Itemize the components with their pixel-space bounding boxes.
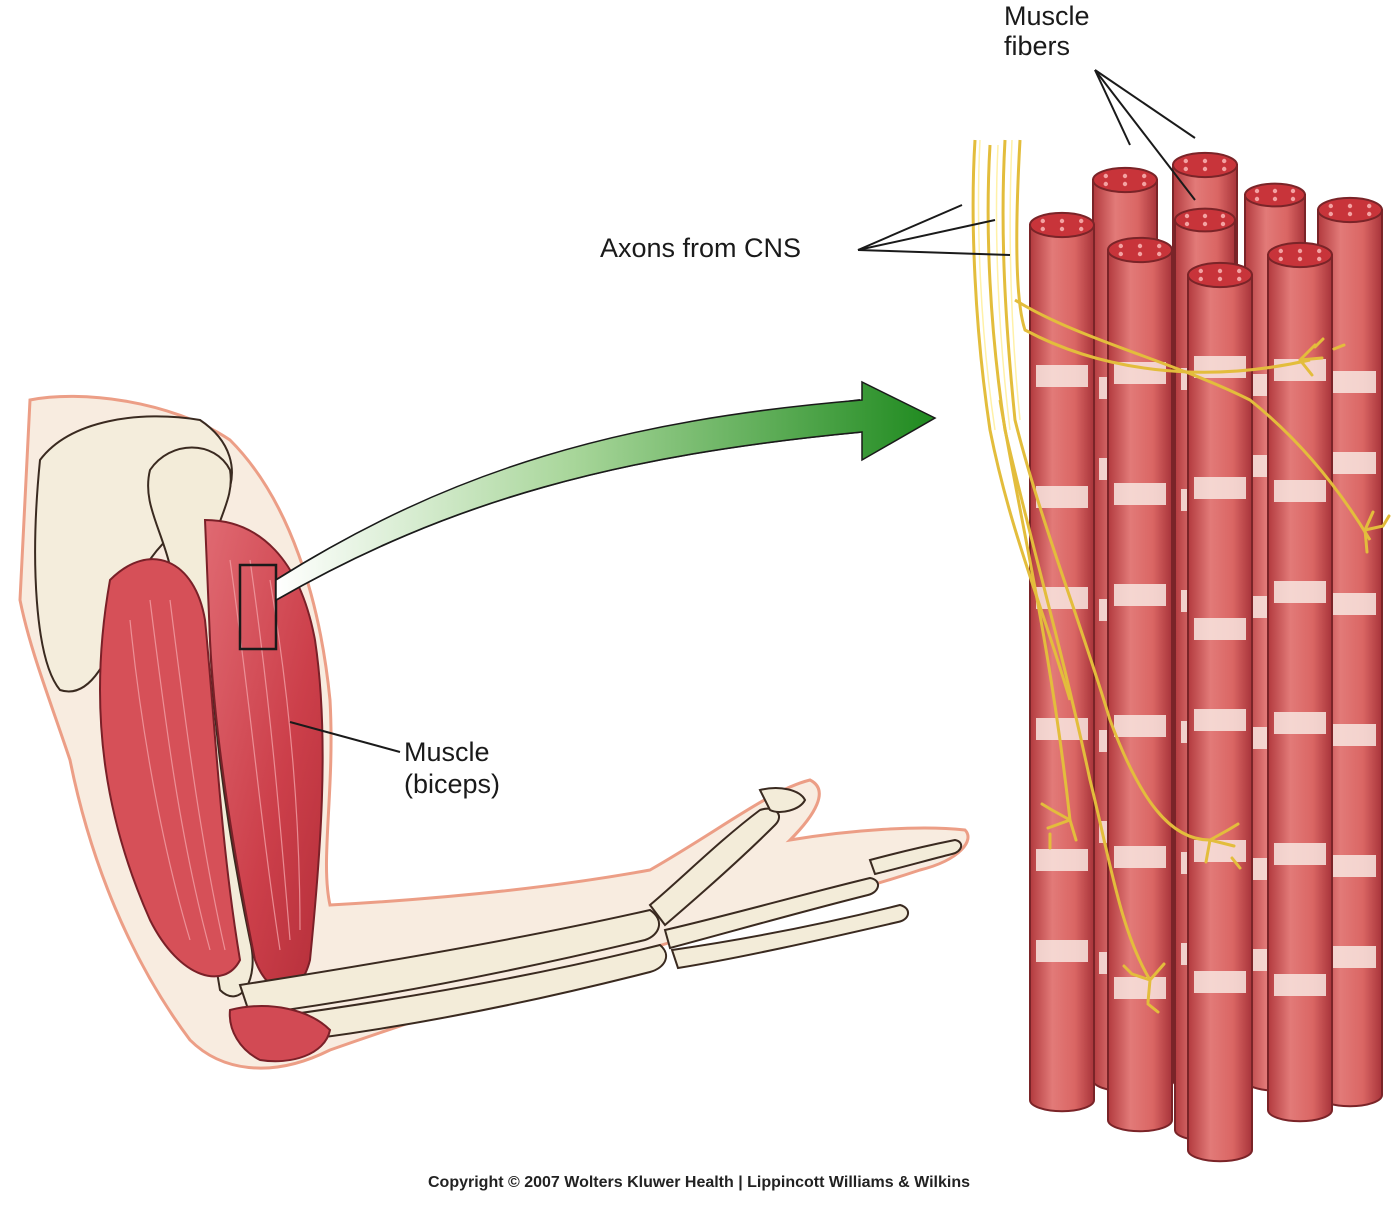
- arm: [18, 394, 970, 1070]
- radius-ulna: [238, 908, 660, 1017]
- motor-end-plates: [1040, 337, 1391, 1014]
- muscle-fibers-label-line2: fibers: [1004, 30, 1071, 61]
- zoom-arrow: [275, 380, 937, 602]
- axons: [971, 139, 1372, 981]
- copyright-notice: Copyright © 2007 Wolters Kluwer Health |…: [428, 1174, 970, 1191]
- muscle-striations: [129, 559, 301, 951]
- label-pointers: [289, 69, 1196, 753]
- nerve-bundle-highlight: [977, 139, 1021, 431]
- forearm-bone-2: [248, 943, 668, 1047]
- sample-region-box: [238, 563, 278, 651]
- muscle-label-line1: Muscle: [404, 737, 490, 767]
- muscle-fiber: [1107, 236, 1173, 1133]
- muscle-label-line2: (biceps): [404, 768, 501, 799]
- muscle-fiber-bundle: [1029, 151, 1383, 1163]
- elbow-muscle: [228, 1005, 332, 1063]
- muscle-biceps-label: Muscle (biceps): [404, 732, 500, 806]
- muscle-fiber: [1029, 211, 1095, 1113]
- muscle-fibers-label: Muscle fibers: [1004, 0, 1090, 68]
- muscle-fiber: [1267, 241, 1333, 1123]
- muscle-fiber: [1317, 196, 1383, 1108]
- biceps-muscle: [203, 518, 324, 991]
- hand-bones: [648, 787, 963, 970]
- axons-label: Axons from CNS: [600, 233, 802, 263]
- muscle-fibers-label-line1: Muscle: [1004, 1, 1090, 31]
